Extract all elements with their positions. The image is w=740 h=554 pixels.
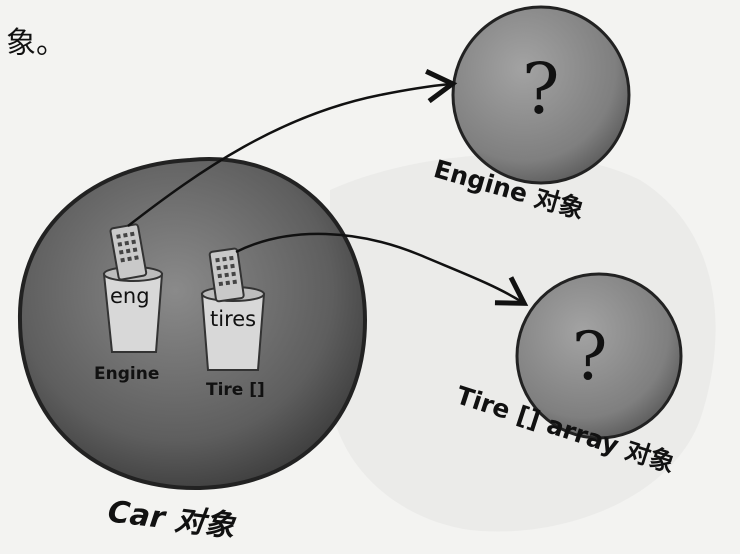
engine-unknown-mark: ? — [522, 48, 560, 130]
tires-remote-control — [209, 248, 244, 301]
car-object-circle — [20, 159, 365, 488]
engine-type-label: Engine — [94, 364, 159, 384]
tires-variable-name: tires — [210, 307, 256, 331]
eng-reference-cup — [104, 267, 162, 352]
tire-array-unknown-mark: ? — [572, 318, 607, 395]
eng-variable-name: eng — [110, 284, 150, 308]
tire-type-label: Tire [] — [206, 380, 265, 400]
intro-text: 象。 — [6, 18, 66, 62]
